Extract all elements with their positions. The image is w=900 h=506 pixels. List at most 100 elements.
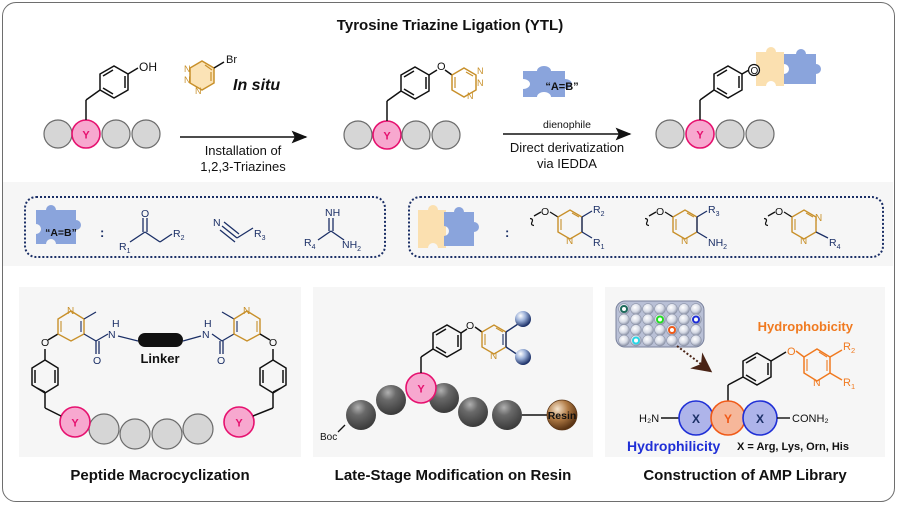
- library-arrow: [676, 345, 713, 373]
- pyridine-n: N: [490, 351, 497, 362]
- plate-well: [666, 303, 678, 315]
- pyridine-n: N: [813, 377, 821, 389]
- residue-bead: [119, 418, 151, 450]
- residue-bead: [151, 418, 183, 450]
- plate-well: [642, 334, 654, 347]
- triazine-n1: N: [184, 64, 191, 74]
- tyrosine-label: Y: [696, 130, 704, 142]
- hydrophobicity-label: Hydrophobicity: [758, 319, 854, 334]
- triazine-puzzle-icon: [756, 47, 784, 86]
- ether-o-label: O: [751, 66, 759, 77]
- caption-macrocyclization: Peptide Macrocyclization: [70, 467, 250, 484]
- ketone-structure: [129, 218, 173, 243]
- plate-well: [690, 303, 702, 315]
- pyridine-n: N: [681, 236, 688, 247]
- highlighted-well: [668, 326, 676, 334]
- amide-n: N: [108, 329, 116, 341]
- plate-well: [690, 324, 702, 336]
- highlighted-well: [656, 315, 664, 324]
- dienophile-scope-box: [24, 196, 386, 258]
- amide-h: H: [204, 318, 212, 330]
- resin-peptide-structure: Y Boc Resin O N: [320, 311, 578, 443]
- plate-well: [654, 303, 666, 315]
- triazine-n3: N: [467, 91, 474, 101]
- plate-well: [630, 313, 642, 326]
- substituent-sphere: [515, 349, 531, 365]
- amidine-nh2: NH2: [342, 239, 361, 253]
- plate-well: [678, 334, 690, 347]
- plate-well: [678, 303, 690, 315]
- plate-well: [618, 313, 630, 326]
- nitrile-n: N: [213, 217, 221, 229]
- residue-bead: [401, 120, 431, 150]
- residue-bead: [745, 119, 775, 149]
- resin-label: Resin: [548, 410, 577, 422]
- ether-o-label: O: [437, 61, 446, 73]
- residue-bead: [131, 119, 161, 149]
- plate-well: [642, 303, 654, 315]
- in-situ-label: In situ: [233, 77, 280, 94]
- plate-well: [666, 313, 678, 326]
- highlighted-well: [632, 336, 640, 345]
- plate-well: [630, 303, 642, 315]
- residue-bead: [101, 119, 131, 149]
- ether-o: O: [466, 320, 474, 332]
- amidine-r4: R4: [304, 237, 316, 251]
- triazine-n3: N: [195, 86, 202, 96]
- substituent-bottom: R1: [593, 237, 605, 251]
- residue-bead: [346, 400, 376, 430]
- carbonyl-o: O: [93, 355, 101, 367]
- pyrimidine-n2: N: [800, 236, 807, 247]
- peptide-starting: Y OH: [43, 60, 161, 149]
- plate-well: [678, 313, 690, 326]
- tyrosine-label: Y: [383, 131, 391, 143]
- x-definition: X = Arg, Lys, Orn, His: [737, 441, 849, 453]
- step1-label-1: Installation of: [205, 143, 282, 158]
- tyrosine-label: Y: [417, 384, 425, 396]
- tyrosine-bead: [223, 406, 255, 438]
- pyridine-n: N: [67, 306, 74, 317]
- caption-late-stage: Late-Stage Modification on Resin: [334, 467, 572, 484]
- triazine-n2: N: [184, 75, 191, 85]
- pyridine-product-2: O N R3 NH2: [644, 204, 727, 251]
- step2-label-1: Direct derivatization: [510, 140, 624, 155]
- substituent-bottom: NH2: [708, 237, 727, 251]
- triazine-n2: N: [477, 78, 484, 88]
- ether-o: O: [269, 337, 277, 349]
- ether-o: O: [541, 206, 549, 218]
- linker-label: Linker: [140, 351, 179, 366]
- ether-o: O: [775, 206, 783, 218]
- highlighted-well: [620, 305, 628, 313]
- ketone-r1: R1: [119, 241, 131, 255]
- amidine-nh: NH: [325, 207, 340, 219]
- well-plate-wells: [618, 303, 702, 347]
- dienophile-puzzle-label: “A=B”: [545, 81, 578, 93]
- peptide-product: Y O: [655, 47, 821, 149]
- n-terminus-label: H₂N: [639, 413, 659, 425]
- nitrile-r3: R3: [254, 228, 266, 242]
- substituent-r2: R2: [843, 341, 855, 355]
- dienophile-puzzle-icon: [444, 207, 479, 246]
- plate-well: [666, 334, 678, 347]
- pyridine-n: N: [243, 306, 250, 317]
- plate-well: [690, 334, 702, 347]
- substituent-top: R2: [593, 204, 605, 218]
- phenol-structure: [85, 65, 139, 120]
- pyrimidine-n1: N: [815, 213, 822, 224]
- bromo-label: Br: [226, 54, 237, 66]
- tyrosine-label: Y: [71, 418, 79, 430]
- step2-label-2: via IEDDA: [537, 156, 597, 171]
- dienophile-puzzle-label: “A=B”: [45, 227, 77, 239]
- ether-o: O: [787, 346, 796, 358]
- hydrophilicity-label: Hydrophilicity: [627, 438, 721, 454]
- amide-h: H: [112, 318, 120, 330]
- amidine-structure: [317, 218, 345, 241]
- amp-library-structure: Hydrophobicity O N R2 R1 H₂N X Y X CONH₂…: [615, 300, 855, 454]
- dienophile-puzzle-icon: [523, 66, 572, 97]
- plate-well: [618, 324, 630, 336]
- bromotriazine-reagent: Br N N N In situ: [184, 54, 280, 96]
